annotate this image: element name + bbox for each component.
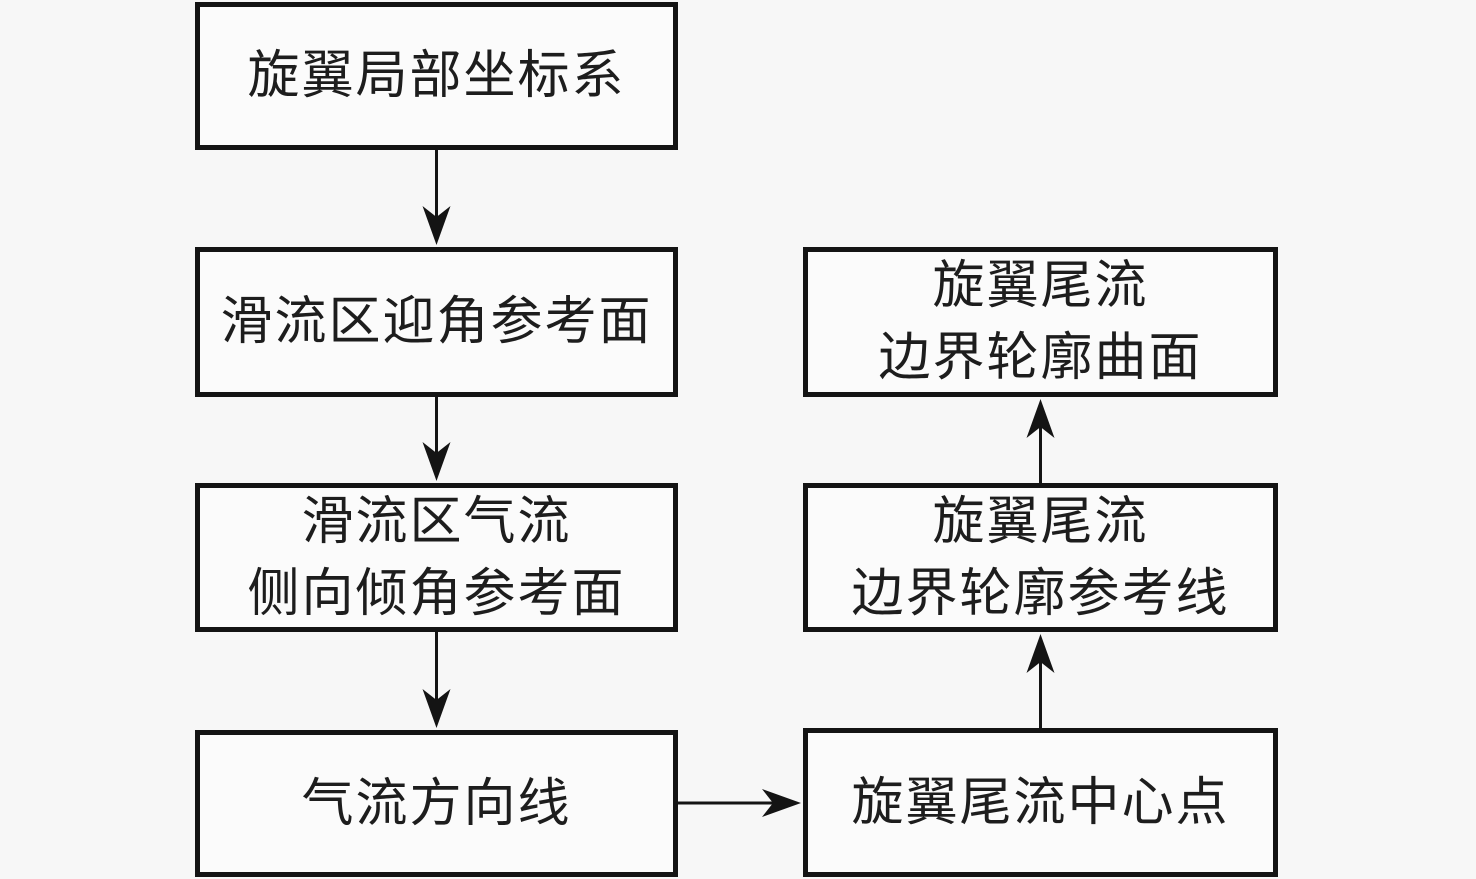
- node-rotor-local-frame: 旋翼局部坐标系: [195, 2, 678, 150]
- node-label-line1: 旋翼尾流: [932, 256, 1149, 316]
- node-wake-boundary-refline: 旋翼尾流 边界轮廓参考线: [803, 483, 1278, 632]
- node-label: 旋翼尾流中心点: [851, 772, 1230, 833]
- arrow-airflow-direction-line-to-wake-center-point: [678, 789, 801, 817]
- node-slipstream-sideslip-plane: 滑流区气流 侧向倾角参考面: [195, 483, 678, 632]
- arrow-wake-center-point-to-wake-boundary-refline: [1026, 634, 1055, 728]
- arrow-rotor-local-frame-to-slipstream-aoa-plane: [422, 150, 451, 245]
- arrow-slipstream-aoa-plane-to-slipstream-sideslip-plane: [422, 397, 451, 481]
- node-label-line2: 侧向倾角参考面: [247, 563, 626, 624]
- node-label: 气流方向线: [301, 773, 572, 834]
- node-label-line2: 边界轮廓曲面: [878, 328, 1203, 388]
- node-label: 旋翼局部坐标系: [247, 46, 626, 106]
- node-airflow-direction-line: 气流方向线: [195, 730, 678, 877]
- node-label-line1: 滑流区气流: [301, 491, 572, 552]
- node-label-line2: 边界轮廓参考线: [851, 563, 1230, 624]
- node-wake-boundary-surface: 旋翼尾流 边界轮廓曲面: [803, 247, 1278, 397]
- arrow-wake-boundary-refline-to-wake-boundary-surface: [1026, 399, 1055, 483]
- node-label-line1: 旋翼尾流: [932, 491, 1149, 552]
- node-label: 滑流区迎角参考面: [220, 292, 653, 352]
- arrow-slipstream-sideslip-plane-to-airflow-direction-line: [422, 632, 451, 728]
- node-wake-center-point: 旋翼尾流中心点: [803, 728, 1278, 877]
- node-slipstream-aoa-plane: 滑流区迎角参考面: [195, 247, 678, 397]
